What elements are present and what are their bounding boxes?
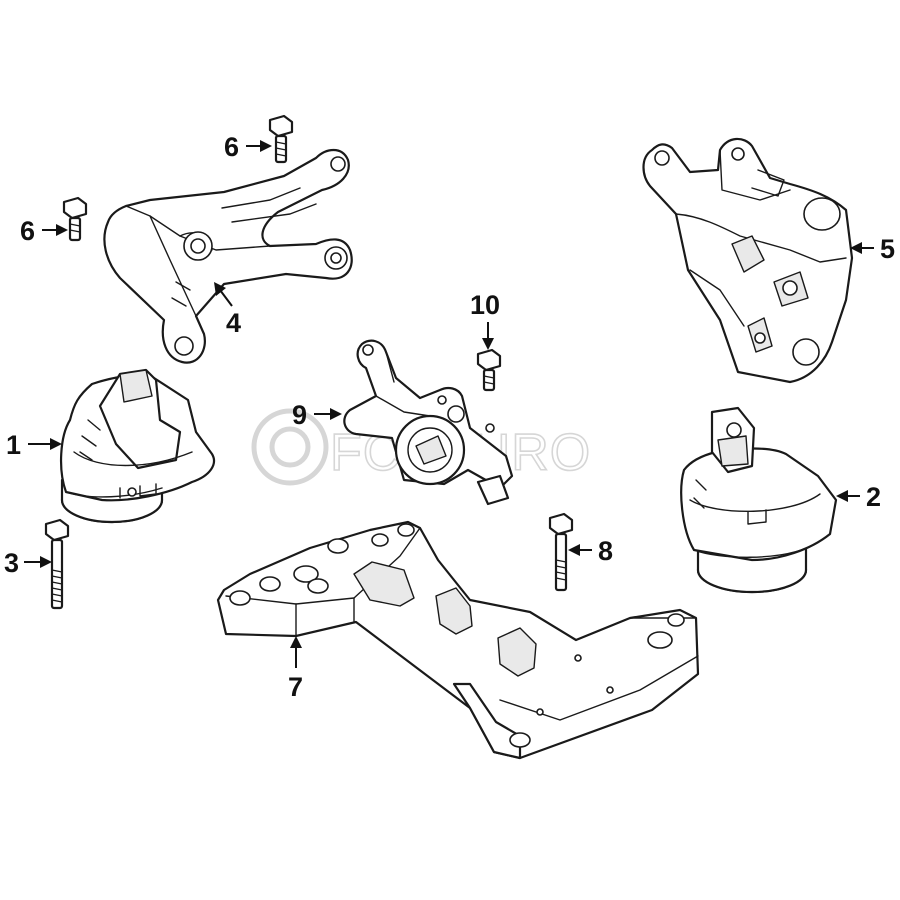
part-engine-support-arm xyxy=(103,148,353,364)
arrow-right-icon xyxy=(56,224,68,236)
callout-8: 8 xyxy=(568,536,613,566)
watermark-ring-icon xyxy=(251,408,329,486)
callout-2: 2 xyxy=(836,482,881,512)
callout-label: 5 xyxy=(880,234,895,264)
arrow-right-icon xyxy=(330,408,342,420)
part-arm-bolt-left xyxy=(62,196,88,242)
callout-3: 3 xyxy=(4,548,52,578)
callout-label: 6 xyxy=(20,216,35,246)
arrow-left-icon xyxy=(568,544,580,556)
arrow-right-icon xyxy=(40,556,52,568)
callout-label: 1 xyxy=(6,430,21,460)
part-engine-mount-left xyxy=(59,368,216,524)
callout-6-left: 6 xyxy=(20,216,68,246)
arrow-right-icon xyxy=(50,438,62,450)
arrow-up-icon xyxy=(290,636,302,648)
part-vacuum-solenoid-bracket xyxy=(343,339,514,506)
callout-label: 4 xyxy=(226,308,241,338)
arrow-left-icon xyxy=(836,490,848,502)
callout-label: 9 xyxy=(292,400,307,430)
part-arm-bolt-top xyxy=(268,114,294,164)
callout-label: 7 xyxy=(288,672,303,702)
part-small-bolt-center xyxy=(476,348,502,392)
callout-label: 8 xyxy=(598,536,613,566)
callout-label: 2 xyxy=(866,482,881,512)
part-engine-mount-right xyxy=(680,406,838,594)
callout-1: 1 xyxy=(6,430,62,460)
callout-9: 9 xyxy=(292,400,342,430)
part-long-bolt-right xyxy=(548,512,574,592)
callout-label: 6 xyxy=(224,132,239,162)
part-engine-mount-bracket xyxy=(642,137,854,384)
callout-6-top: 6 xyxy=(224,132,272,162)
callout-5: 5 xyxy=(850,234,895,264)
arrow-down-icon xyxy=(482,338,494,350)
arrow-right-icon xyxy=(260,140,272,152)
part-crossmember xyxy=(216,520,700,760)
callout-7: 7 xyxy=(288,636,303,702)
callouts: 1 2 3 4 5 6 6 xyxy=(4,132,895,702)
callout-label: 10 xyxy=(470,290,500,320)
arrow-up-left-icon xyxy=(214,282,226,296)
part-long-bolt-left xyxy=(44,518,70,610)
callout-4: 4 xyxy=(214,282,241,338)
arrow-left-icon xyxy=(850,242,862,254)
callout-label: 3 xyxy=(4,548,19,578)
callout-10: 10 xyxy=(470,290,500,350)
watermark-ring-inner-icon xyxy=(269,426,311,468)
